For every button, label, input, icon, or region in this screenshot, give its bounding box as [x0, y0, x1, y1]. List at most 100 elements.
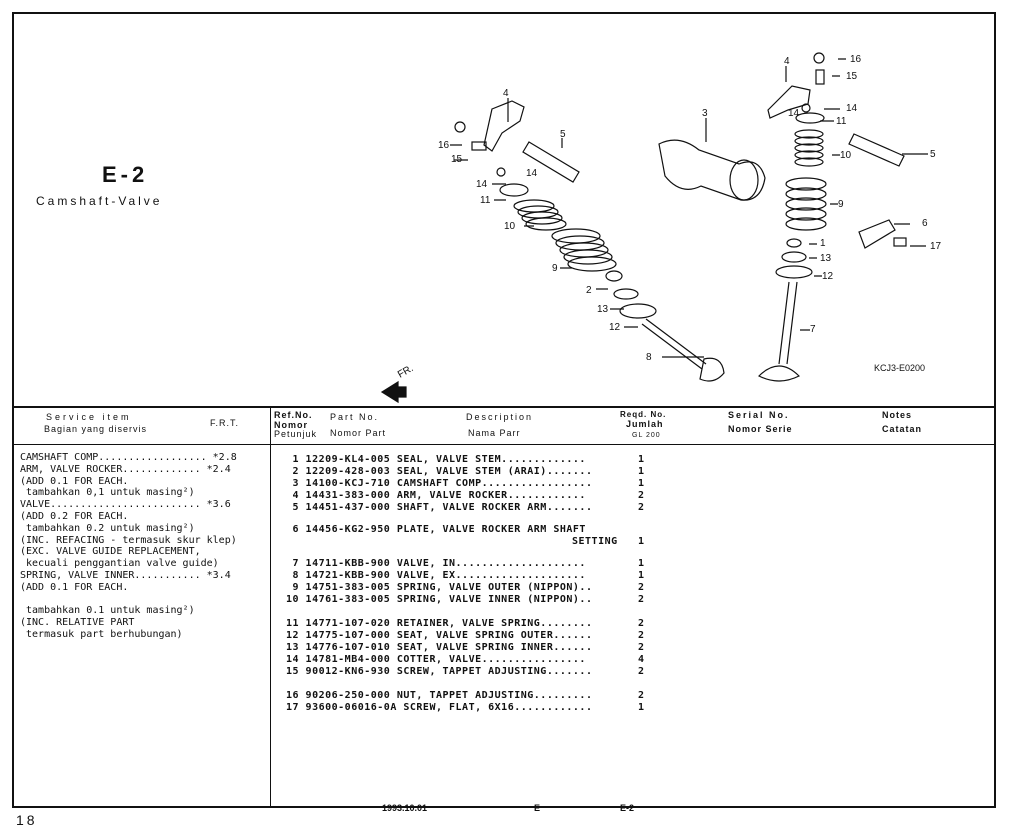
header-reqd-no: Reqd. No. [620, 410, 667, 419]
service-item-line: (ADD 0.1 FOR EACH. [20, 581, 129, 593]
callout-label: 9 [552, 263, 558, 274]
service-item-line: termasuk part berhubungan) [20, 629, 183, 640]
callout-label: 12 [822, 271, 834, 282]
part-qty: 1 [638, 570, 645, 581]
header-model: GL 200 [632, 432, 661, 439]
header-frt: F.R.T. [210, 418, 240, 428]
part-row: 1 12209-KL4-005 SEAL, VALVE STEM........… [286, 454, 645, 466]
callout-label: 5 [930, 149, 936, 160]
part-row: 8 14721-KBB-900 VALVE, EX...............… [286, 570, 645, 582]
service-item-line: kecuali penggantian valve guide) [20, 558, 219, 570]
spring-inner-left [513, 199, 567, 231]
part-row: 17 93600-06016-0A SCREW, FLAT, 6X16.....… [286, 702, 644, 714]
flat-screw [893, 237, 907, 247]
callout-label: 13 [597, 304, 609, 315]
part-row-text: 6 14456-KG2-950 PLATE, VALVE ROCKER ARM … [286, 524, 586, 535]
service-item-line: ARM, VALVE ROCKER............. *2.4 [20, 463, 231, 475]
retainer-left [499, 183, 529, 197]
part-qty: 1 [638, 454, 645, 465]
part-row-text: 14 14781-MB4-000 COTTER, VALVE..........… [286, 654, 586, 665]
parts-table: Service item Bagian yang diservis F.R.T.… [14, 406, 994, 813]
part-row-text: 11 14771-107-020 RETAINER, VALVE SPRING.… [286, 618, 593, 629]
callout-label: 12 [609, 322, 621, 333]
callout-label: 13 [820, 253, 832, 264]
part-qty: 2 [638, 582, 645, 593]
callout-label: 14 [476, 179, 488, 190]
part-row-text: 16 90206-250-000 NUT, TAPPET ADJUSTING..… [286, 690, 593, 701]
callout-label: 14 [788, 108, 800, 119]
setting-plate [858, 219, 896, 249]
service-item-line: (INC. REFACING - termasuk skur klep) [20, 534, 237, 546]
part-row: 4 14431-383-000 ARM, VALVE ROCKER.......… [286, 490, 645, 502]
part-row: 15 90012-KN6-930 SCREW, TAPPET ADJUSTING… [286, 666, 644, 678]
screw-left [471, 141, 487, 151]
part-qty: 1 [638, 478, 645, 489]
part-row-text: 2 12209-428-003 SEAL, VALVE STEM (ARAI).… [286, 466, 593, 477]
part-qty: 2 [638, 502, 645, 513]
part-qty: 1 [638, 558, 645, 569]
header-ref-no-id2: Petunjuk [274, 429, 318, 439]
part-row: 3 14100-KCJ-710 CAMSHAFT COMP...........… [286, 478, 645, 490]
part-row-text: 10 14761-383-005 SPRING, VALVE INNER (NI… [286, 594, 593, 605]
footer-date: 1993.10.01 [382, 803, 428, 813]
header-service-item-id: Bagian yang diservis [44, 424, 148, 434]
callout-label: 16 [850, 54, 862, 65]
service-item-line: tambahkan 0,1 untuk masing²) [20, 487, 195, 499]
part-row-text: 12 14775-107-000 SEAT, VALVE SPRING OUTE… [286, 630, 593, 641]
catalog-page-frame: E-2 Camshaft-Valve [12, 12, 996, 813]
seat-inner-left [613, 288, 639, 300]
part-row-text: 5 14451-437-000 SHAFT, VALVE ROCKER ARM.… [286, 502, 593, 513]
callout-label: 11 [480, 195, 491, 206]
service-item-line: tambahkan 0.1 untuk masing²) [20, 605, 195, 617]
callout-label: 6 [922, 218, 928, 229]
section-name: Camshaft-Valve [36, 194, 163, 208]
cotter-left [496, 167, 506, 177]
spring-inner-right [794, 129, 824, 167]
callout-label: 7 [810, 324, 816, 335]
callout-label: 5 [560, 129, 566, 140]
header-part-no: Part No. [330, 412, 380, 422]
seat-inner-right [781, 251, 807, 263]
cotter-right [801, 103, 811, 113]
part-row: 12 14775-107-000 SEAT, VALVE SPRING OUTE… [286, 630, 644, 642]
seat-outer-right [775, 265, 813, 279]
header-reqd-no-id: Jumlah [626, 419, 664, 429]
service-item-line: (INC. RELATIVE PART [20, 617, 135, 629]
callout-label: 11 [836, 116, 847, 127]
shaft-right [848, 133, 905, 167]
part-qty: 2 [638, 594, 645, 605]
part-row-text: 17 93600-06016-0A SCREW, FLAT, 6X16.....… [286, 702, 593, 713]
callout-label: 17 [930, 241, 942, 252]
part-qty: 2 [638, 666, 645, 677]
part-qty: 2 [638, 490, 645, 501]
footer-group: E [534, 803, 541, 813]
part-row-text: 7 14711-KBB-900 VALVE, IN...............… [286, 558, 586, 569]
header-serial-no: Serial No. [728, 410, 790, 420]
callout-label: 10 [504, 221, 516, 232]
header-ref-no: Ref.No. [274, 410, 313, 420]
part-qty: 1 [638, 702, 645, 713]
part-qty: 1 [638, 466, 645, 477]
part-row: 14 14781-MB4-000 COTTER, VALVE..........… [286, 654, 644, 666]
part-row: 5 14451-437-000 SHAFT, VALVE ROCKER ARM.… [286, 502, 645, 514]
part-row-text: 1 12209-KL4-005 SEAL, VALVE STEM........… [286, 454, 586, 465]
callout-label: 16 [438, 140, 450, 151]
service-item-line: (EXC. VALVE GUIDE REPLACEMENT, [20, 546, 201, 558]
part-row: 7 14711-KBB-900 VALVE, IN...............… [286, 558, 645, 570]
callout-label: 15 [451, 154, 463, 165]
service-item-line: (ADD 0.1 FOR EACH. [20, 475, 129, 487]
callout-label: 1 [820, 238, 826, 249]
part-qty: 2 [638, 630, 645, 641]
part-row: 6 14456-KG2-950 PLATE, VALVE ROCKER ARM … [286, 524, 645, 547]
service-item-line: VALVE......................... *3.6 [20, 499, 231, 511]
valve-intake [757, 281, 801, 382]
nut-left [454, 121, 466, 133]
part-qty: 2 [638, 642, 645, 653]
callout-label: 15 [846, 71, 858, 82]
callout-label: 8 [646, 352, 652, 363]
column-divider [270, 406, 271, 808]
part-row: 2 12209-428-003 SEAL, VALVE STEM (ARAI).… [286, 466, 645, 478]
spring-outer-right [785, 177, 827, 231]
callout-label: 3 [702, 108, 708, 119]
